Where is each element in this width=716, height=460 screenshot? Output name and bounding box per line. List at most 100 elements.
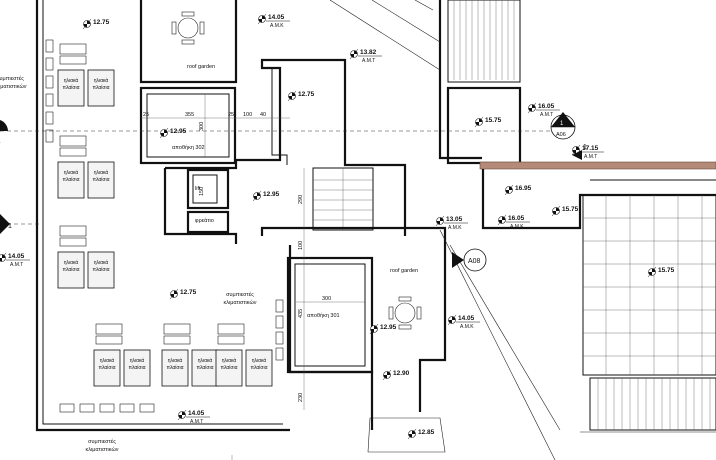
level-value: 12.90	[393, 370, 410, 377]
solar-panel-label: πλαίσια	[197, 365, 214, 371]
solar-panel-label: πλαίσια	[63, 267, 80, 273]
level-value: 17.15	[582, 145, 599, 152]
solar-panel-label: ηλιακά	[94, 77, 109, 84]
solar-panel-label: ηλιακά	[198, 357, 213, 364]
level-marker: 16.95	[504, 184, 532, 196]
level-value: 14.05	[458, 315, 475, 322]
level-value: 14.05	[268, 14, 285, 21]
solar-panel-label: πλαίσια	[93, 177, 110, 183]
dim-25-a: 25	[143, 112, 149, 118]
section-marker-left-2-label: 1	[8, 223, 12, 230]
room-label-lift: lift	[195, 186, 201, 192]
level-value: 16.05	[538, 103, 555, 110]
ac-units-left	[45, 39, 54, 143]
room-label-shaft: φρεάτιο	[195, 217, 214, 224]
level-value: 14.05	[188, 410, 205, 417]
level-marker: 14.05A.M.T	[177, 409, 210, 425]
solar-panel-label: ηλιακά	[94, 169, 109, 176]
room-label-storage-302: αποθήκη 302	[172, 144, 205, 151]
level-marker: 17.15A.M.T	[571, 144, 604, 160]
level-marker: 14.05A.M.K	[447, 314, 480, 330]
level-value: 15.75	[562, 206, 579, 213]
dim-300-a: 300	[199, 122, 205, 131]
level-marker: 12.95	[252, 190, 280, 202]
level-sub: A.M.K	[270, 23, 284, 29]
level-sub: A.M.K	[460, 324, 474, 330]
dimensions: 355 300 100 150 290 100 300 435 230 25 2…	[141, 94, 365, 410]
level-value: 12.75	[180, 289, 197, 296]
elevation-marker-a08-label: A08	[468, 258, 481, 265]
level-sub: A.M.T	[10, 262, 23, 268]
level-marker: 14.05A.M.T	[0, 252, 30, 268]
level-sub: A.M.K	[510, 224, 524, 230]
level-value: 12.75	[298, 91, 315, 98]
solar-panel-label: πλαίσια	[99, 365, 116, 371]
level-marker: 15.75	[647, 266, 675, 278]
dim-100-b: 100	[298, 241, 304, 250]
solar-panel-label: ηλιακά	[100, 357, 115, 364]
dim-150: 150	[199, 187, 205, 196]
garden-table-2	[388, 296, 422, 330]
section-marker-left-1	[0, 120, 8, 143]
level-marker: 12.85	[407, 428, 435, 440]
garden-table-1	[171, 11, 205, 45]
level-sub: A.M.T	[540, 112, 553, 118]
level-value: 13.05	[446, 216, 463, 223]
solar-panel-label: ηλιακά	[252, 357, 267, 364]
level-marker: 12.90	[382, 369, 410, 381]
section-marker-right-1: 1	[572, 144, 587, 160]
solar-panel-label: πλαίσια	[221, 365, 238, 371]
elevation-marker-a08: A08	[452, 248, 487, 272]
section-marker-right-1-label: 1	[583, 144, 587, 151]
level-value: 15.75	[658, 267, 675, 274]
dim-40: 40	[260, 112, 266, 118]
level-marker: 12.95	[159, 127, 187, 139]
level-sub: A.M.K	[448, 225, 462, 231]
dim-435: 435	[298, 309, 304, 318]
level-marker: 12.95	[369, 323, 397, 335]
level-marker: 16.05A.M.K	[497, 214, 530, 230]
dim-300-b: 300	[322, 296, 331, 302]
section-marker-a06-label: 1	[560, 121, 564, 127]
level-value: 12.95	[170, 128, 187, 135]
level-marker: 12.75	[82, 18, 110, 30]
solar-panel-label: ηλιακά	[64, 77, 79, 84]
level-value: 12.85	[418, 429, 435, 436]
solar-panel-label: πλαίσια	[63, 85, 80, 91]
solar-panel-label: ηλιακά	[64, 259, 79, 266]
solar-panel-label: πλαίσια	[63, 177, 80, 183]
solar-panels-layer: ηλιακάπλαίσιαηλιακάπλαίσιαηλιακάπλαίσιαη…	[57, 43, 273, 387]
level-marker: 14.05A.M.K	[257, 13, 290, 29]
solar-panel-label: ηλιακά	[222, 357, 237, 364]
level-marker: 15.75	[474, 116, 502, 128]
section-marker-a06: 1 A06	[550, 112, 576, 140]
level-value: 12.75	[93, 19, 110, 26]
dim-230: 230	[298, 393, 304, 402]
level-marker: 12.75	[287, 90, 315, 102]
level-value: 14.05	[8, 253, 25, 260]
solar-panel-label: ηλιακά	[94, 259, 109, 266]
level-sub: A.M.T	[362, 58, 375, 64]
solar-panel-label: ηλιακά	[130, 357, 145, 364]
level-markers-layer: 12.7514.05A.M.K13.82A.M.T12.7515.7516.05…	[0, 13, 675, 440]
solar-panel-label: πλαίσια	[129, 365, 146, 371]
level-marker: 13.82A.M.T	[349, 48, 382, 64]
level-marker: 15.75	[551, 205, 579, 217]
solar-panel-label: πλαίσια	[167, 365, 184, 371]
level-marker: 16.05A.M.T	[527, 102, 560, 118]
level-value: 16.05	[508, 215, 525, 222]
solar-panel-label: πλαίσια	[251, 365, 268, 371]
ac-units-middle	[275, 299, 284, 361]
solar-panel-label: ηλιακά	[64, 169, 79, 176]
dim-290: 290	[298, 195, 304, 204]
